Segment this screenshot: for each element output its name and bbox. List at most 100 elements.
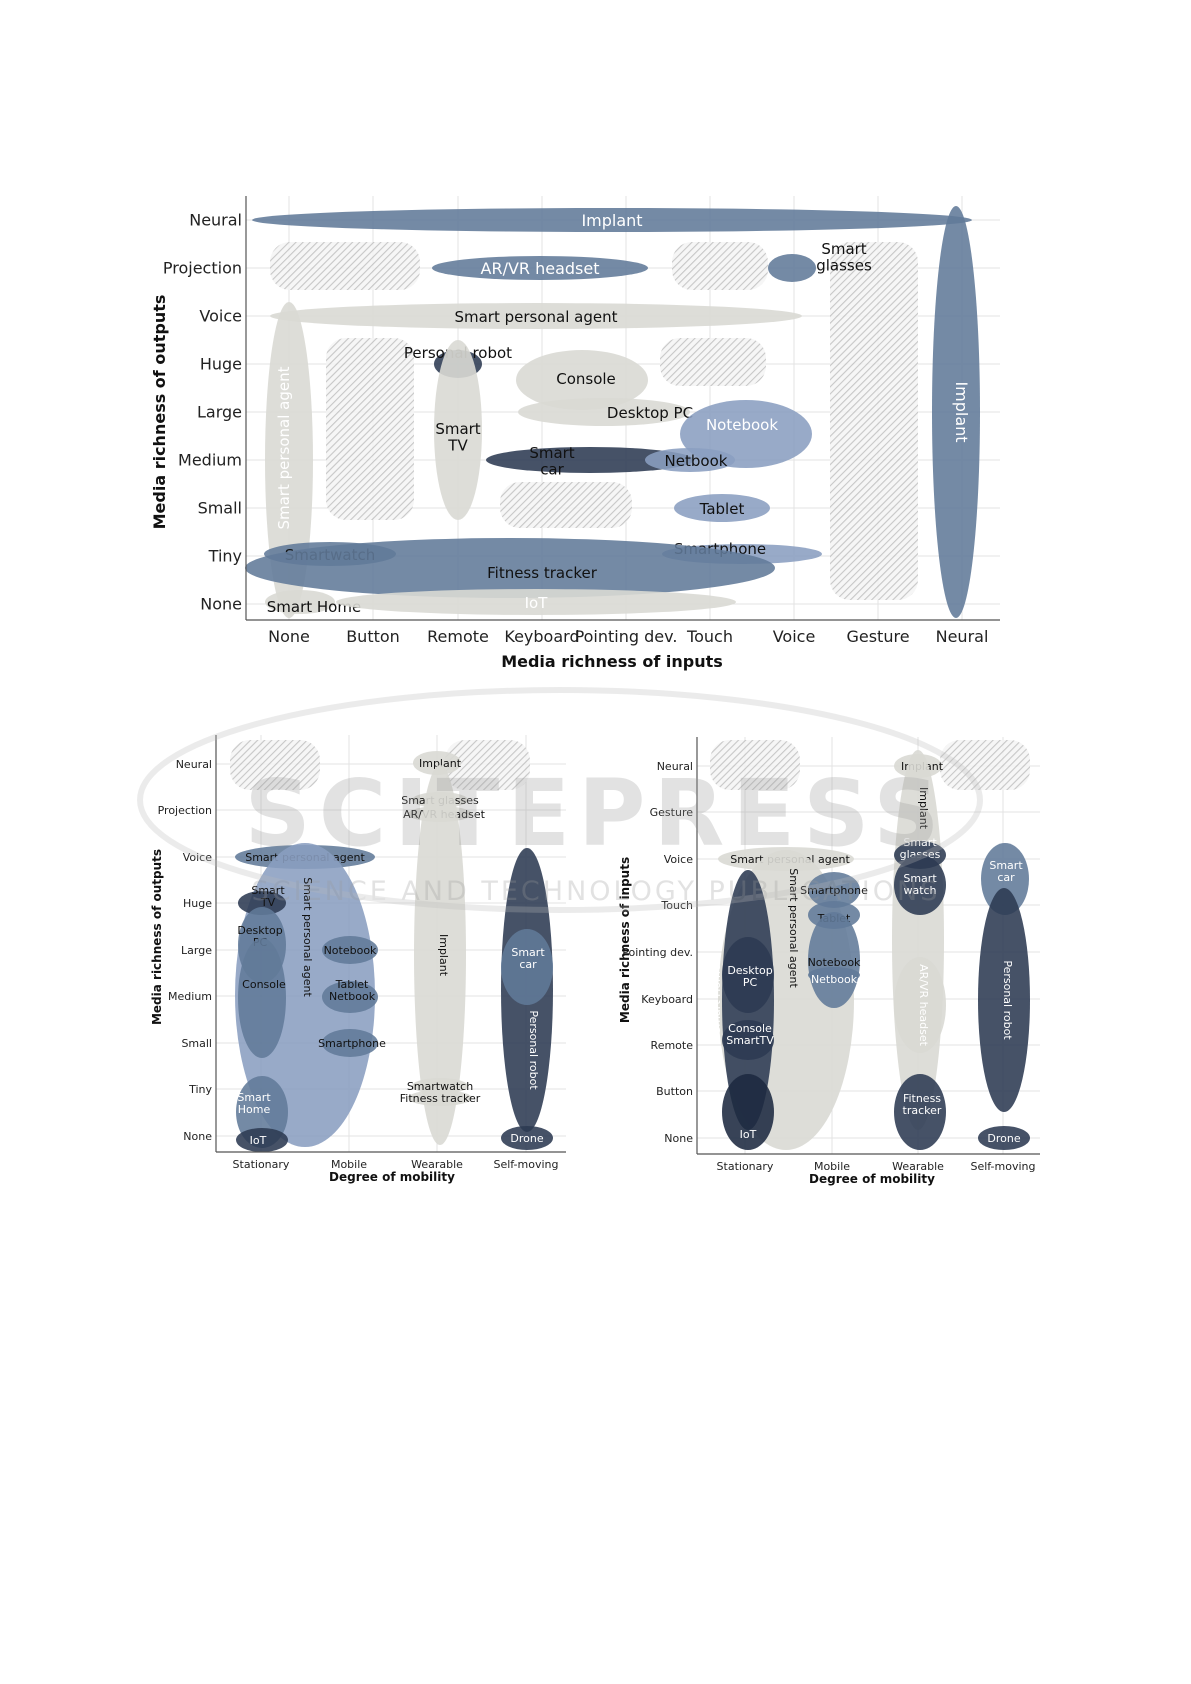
- region-label-notebook: Notebook: [808, 956, 861, 969]
- hatch-region-2: [326, 338, 414, 520]
- region-drone: [501, 1126, 553, 1150]
- hatch-region-1: [672, 242, 768, 290]
- x-tick-label: Pointing dev.: [575, 627, 678, 646]
- region-label-ar-vr-headset: AR/VR headset: [917, 964, 930, 1046]
- watermark-sub-text: SCIENCE AND TECHNOLOGY PUBLICATIONS: [252, 876, 941, 907]
- y-tick-label: Keyboard: [641, 993, 693, 1006]
- y-tick-label: Projection: [158, 804, 212, 817]
- region-label-netbook: Netbook: [665, 452, 728, 470]
- y-tick-label: Large: [197, 403, 242, 422]
- x-tick-label: Stationary: [717, 1160, 774, 1173]
- br-x-axis-title: Degree of mobility: [809, 1172, 935, 1186]
- region-netbook: [645, 448, 735, 472]
- x-tick-label: Touch: [686, 627, 733, 646]
- region-console-smarttv: [722, 1020, 774, 1060]
- x-tick-label: Neural: [936, 627, 989, 646]
- x-tick-label: Voice: [773, 627, 816, 646]
- region-label-notebook: Notebook: [324, 944, 377, 957]
- y-tick-label: Large: [181, 944, 212, 957]
- top-axes: [245, 196, 1000, 621]
- y-tick-label: Neural: [657, 760, 693, 773]
- hatch-region-3: [500, 482, 632, 528]
- y-tick-label: Small: [181, 1037, 212, 1050]
- hatch-region-1: [445, 740, 530, 790]
- region-label-smart-personal-agent: Smart personal agent: [275, 366, 293, 529]
- region-smart-tv: [238, 891, 286, 915]
- br-hatch-regions: [710, 740, 1030, 790]
- y-tick-label: Button: [656, 1085, 693, 1098]
- watermark-main-text: SCITEPRESS: [244, 760, 947, 867]
- y-tick-label: Voice: [199, 307, 242, 326]
- region-label-iot: IoT: [525, 594, 549, 612]
- br-regions: ImplantImplantSmart personal agentSmart …: [710, 750, 1030, 1150]
- region-label-smartphone: Smartphone: [318, 1037, 386, 1050]
- y-tick-label: Projection: [163, 259, 242, 278]
- region-implant: [252, 208, 972, 232]
- watermark: SCITEPRESS SCIENCE AND TECHNOLOGY PUBLIC…: [137, 687, 983, 913]
- region-smart-glasses: [768, 254, 816, 282]
- region-tablet: [674, 494, 770, 522]
- bl-axes: [215, 735, 566, 1153]
- br-y-axis-title: Media richness of inputs: [618, 857, 632, 1023]
- region-label-tablet: Tablet: [699, 500, 745, 518]
- br-axes: [696, 737, 1040, 1155]
- region-ar-vr-headset: [894, 957, 946, 1053]
- y-tick-label: Remote: [651, 1039, 694, 1052]
- region-label-fitness-tracker: Fitness tracker: [400, 1092, 481, 1105]
- region-fitness-tracker: [408, 1090, 472, 1106]
- region-label-smart-personal-agent: Smart personal agent: [301, 877, 314, 997]
- y-tick-label: Huge: [183, 897, 212, 910]
- y-tick-label: Medium: [168, 990, 212, 1003]
- region-smart-personal-agent: [265, 302, 313, 618]
- region-label-drone: Drone: [987, 1132, 1020, 1145]
- hatch-region-0: [230, 740, 320, 790]
- region-label-implant: Implant: [419, 757, 462, 770]
- region-smartwatch: [412, 1078, 468, 1094]
- y-tick-label: None: [200, 595, 242, 614]
- region-fitness-tracker: [894, 1074, 946, 1150]
- region-label-personal-robot: Personal robot: [1001, 960, 1014, 1040]
- y-tick-label: Small: [198, 499, 242, 518]
- region-iot: [722, 1074, 774, 1150]
- region-label-smart-personal-agent: Smart personal agent: [454, 308, 617, 326]
- hatch-region-5: [830, 242, 918, 600]
- bl-y-axis-title: Media richness of outputs: [150, 849, 164, 1025]
- y-tick-label: Voice: [664, 853, 694, 866]
- region-label-iot: IoT: [250, 1134, 267, 1147]
- region-smart-car: [486, 447, 694, 473]
- x-tick-label: Wearable: [892, 1160, 944, 1173]
- hatch-region-0: [710, 740, 800, 790]
- region-drone: [978, 1126, 1030, 1150]
- region-iot: [236, 1128, 288, 1152]
- x-tick-label: Gesture: [846, 627, 909, 646]
- x-tick-label: Button: [346, 627, 400, 646]
- region-netbook: [808, 967, 860, 983]
- region-smart-watch: [894, 855, 946, 915]
- region-label-personal-robot: Personal robot: [527, 1010, 540, 1090]
- region-label-console: Console: [242, 978, 286, 991]
- region-label-implant: Implant: [437, 934, 450, 977]
- hatch-region-1: [940, 740, 1030, 790]
- region-label-ar-vr-headset: AR/VR headset: [481, 259, 600, 278]
- region-implant: [932, 206, 980, 618]
- watermark-swoosh: [137, 687, 983, 913]
- y-tick-label: Medium: [178, 451, 242, 470]
- x-tick-label: Mobile: [814, 1160, 850, 1173]
- y-tick-label: Neural: [176, 758, 212, 771]
- x-tick-label: Wearable: [411, 1158, 463, 1171]
